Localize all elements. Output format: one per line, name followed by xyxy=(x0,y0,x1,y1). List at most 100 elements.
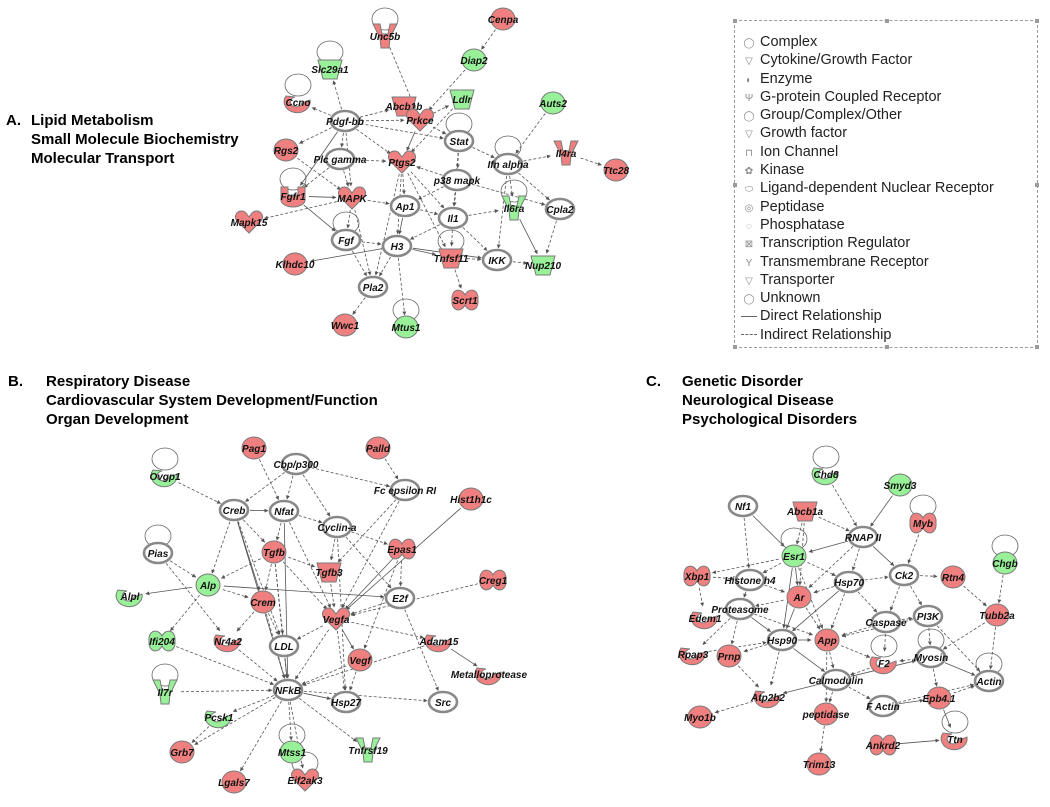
network-node[interactable]: Prkce xyxy=(406,108,434,132)
network-node[interactable]: PI3K xyxy=(912,604,944,628)
network-node[interactable]: Auts2 xyxy=(538,91,567,115)
network-node[interactable]: Ovgp1 xyxy=(149,469,181,488)
network-node[interactable]: Alpl xyxy=(115,589,143,608)
network-node[interactable]: Src xyxy=(427,690,459,714)
network-node[interactable]: Il1 xyxy=(437,206,469,230)
network-node[interactable]: Edem1 xyxy=(689,611,722,630)
network-node[interactable]: Myb xyxy=(909,512,937,534)
network-node[interactable]: App xyxy=(814,628,840,652)
network-node[interactable]: Pag1 xyxy=(241,436,267,460)
network-node[interactable]: Pdgf-bb xyxy=(326,109,364,133)
network-node[interactable]: peptidase xyxy=(802,702,850,726)
network-node[interactable]: Atp2b2 xyxy=(750,690,785,709)
network-node[interactable]: Rtn4 xyxy=(940,565,966,589)
network-node[interactable]: Myo1b xyxy=(684,705,716,729)
network-node[interactable]: Ptgs2 xyxy=(388,150,416,174)
network-node[interactable]: Rpap3 xyxy=(678,647,709,666)
network-node[interactable]: Il6ra xyxy=(501,195,527,221)
network-node[interactable]: Epb4.1 xyxy=(923,686,956,710)
network-node[interactable]: Tnfsf11 xyxy=(434,248,469,269)
network-node[interactable]: Il4ra xyxy=(553,140,579,166)
network-node[interactable]: NFkB xyxy=(272,678,304,702)
network-node[interactable]: Creb xyxy=(218,498,250,522)
network-node[interactable]: Mtss1 xyxy=(278,740,307,764)
network-node[interactable]: Ar xyxy=(786,585,812,609)
network-node[interactable]: Ap1 xyxy=(389,194,421,218)
network-node[interactable]: Pias xyxy=(142,541,174,565)
network-node[interactable]: Vegf xyxy=(347,648,373,672)
network-node[interactable]: Mtus1 xyxy=(392,315,421,339)
network-node[interactable]: LDL xyxy=(268,634,300,658)
network-node[interactable]: Ck2 xyxy=(888,563,920,587)
network-node[interactable]: Il7r xyxy=(152,679,178,705)
network-node[interactable]: Nfat xyxy=(268,499,300,523)
network-node[interactable]: Actin xyxy=(973,669,1005,693)
network-node[interactable]: Cyclin-a xyxy=(318,515,357,539)
network-node[interactable]: Lgals7 xyxy=(218,770,250,794)
network-node[interactable]: Nr4a2 xyxy=(213,634,242,653)
network-node[interactable]: Proteasome xyxy=(711,597,769,621)
network-node[interactable]: MAPK xyxy=(337,186,367,210)
network-node[interactable]: Hsp70 xyxy=(833,570,864,594)
network-node[interactable]: Epas1 xyxy=(387,538,417,560)
network-node[interactable]: Chgb xyxy=(992,551,1018,575)
network-node[interactable]: Ifi204 xyxy=(148,630,176,652)
network-node[interactable]: Ankrd2 xyxy=(865,734,901,756)
network-node[interactable]: Hist1h1c xyxy=(450,487,492,511)
network-node[interactable]: E2f xyxy=(384,586,416,610)
network-node[interactable]: Tgfb xyxy=(261,540,287,564)
network-node[interactable]: Fgf xyxy=(330,228,362,252)
network-node[interactable]: Esr1 xyxy=(781,544,807,568)
network-node[interactable]: Trim13 xyxy=(803,752,836,776)
network-node[interactable]: Xbp1 xyxy=(683,565,711,587)
network-node[interactable]: Ttc28 xyxy=(603,158,630,182)
network-node[interactable]: Smyd3 xyxy=(884,473,917,497)
network-node[interactable]: Creg1 xyxy=(479,569,508,591)
network-node[interactable]: H3 xyxy=(381,234,413,258)
network-node[interactable]: Wwc1 xyxy=(331,313,360,337)
network-node[interactable]: Tubb2a xyxy=(979,603,1015,627)
network-node[interactable]: Calmodulin xyxy=(809,668,863,692)
network-node[interactable]: Vegfa xyxy=(322,607,350,631)
network-node[interactable]: Pla2 xyxy=(357,275,389,299)
network-node[interactable]: Cenpa xyxy=(488,7,519,31)
network-node[interactable]: Adam15 xyxy=(419,634,459,653)
network-node[interactable]: Nf1 xyxy=(727,494,759,518)
network-node[interactable]: IKK xyxy=(481,248,513,272)
network-node[interactable]: Stat xyxy=(443,129,475,153)
network-node[interactable]: Abcb1a xyxy=(786,501,824,522)
network-node[interactable]: Palld xyxy=(365,436,391,460)
network-node[interactable]: p38 mapk xyxy=(433,168,481,192)
network-node[interactable]: Diap2 xyxy=(460,48,488,72)
network-node[interactable]: Ifn alpha xyxy=(487,152,529,176)
network-node[interactable]: Tnfrsf19 xyxy=(348,737,388,763)
network-node[interactable]: Fgfr1 xyxy=(280,186,306,208)
network-node[interactable]: Cpla2 xyxy=(544,197,576,221)
network-node[interactable]: Tgfb3 xyxy=(315,562,343,583)
network-node[interactable]: F Actin xyxy=(866,694,900,718)
network-node[interactable]: Metalloprotease xyxy=(451,667,528,686)
network-node[interactable]: Hsp90 xyxy=(766,628,797,652)
network-node[interactable]: Histone h4 xyxy=(724,568,776,592)
network-node[interactable]: Pcsk1 xyxy=(205,710,234,729)
network-node[interactable]: Chd8 xyxy=(811,467,839,486)
network-node[interactable]: F2 xyxy=(869,656,897,675)
network-node[interactable]: Grb7 xyxy=(169,740,195,764)
network-node[interactable]: Caspase xyxy=(865,610,907,634)
network-node[interactable]: Fc epsilon RI xyxy=(374,478,436,502)
network-node[interactable]: Ttn xyxy=(940,732,968,751)
network-node[interactable]: Nup210 xyxy=(525,255,562,276)
network-node[interactable]: Klhdc10 xyxy=(276,252,315,276)
network-node[interactable]: Ccno xyxy=(283,95,311,114)
network-node[interactable]: Plc gamma xyxy=(314,147,367,171)
network-node[interactable]: Eif2ak3 xyxy=(287,768,323,792)
network-node[interactable]: Scrt1 xyxy=(451,289,479,311)
network-node[interactable]: Mapk15 xyxy=(231,210,268,234)
network-node[interactable]: Slc29a1 xyxy=(311,59,349,80)
network-node[interactable]: Crem xyxy=(250,590,276,614)
network-node[interactable]: Unc5b xyxy=(370,23,401,49)
network-node[interactable]: Myosin xyxy=(914,645,948,669)
network-node[interactable]: Prnp xyxy=(716,644,742,668)
network-node[interactable]: Cbp/p300 xyxy=(273,452,319,476)
network-node[interactable]: RNAP II xyxy=(845,525,882,549)
